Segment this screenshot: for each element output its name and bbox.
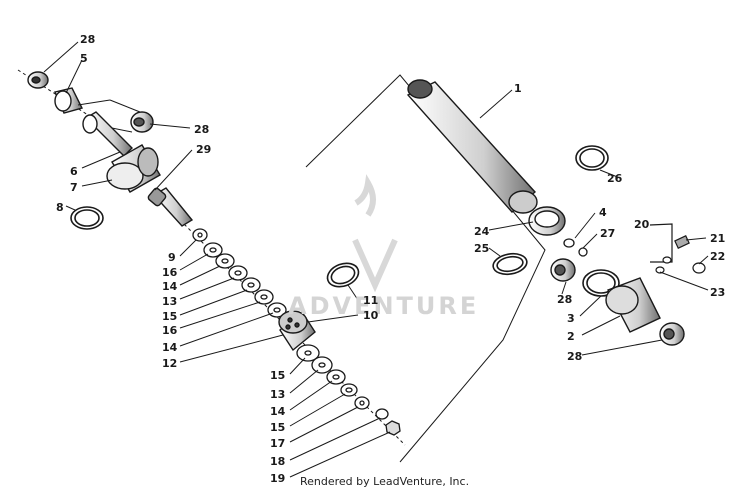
callout-19: 19: [270, 472, 286, 485]
callout-26: 26: [607, 172, 623, 185]
reservoir-2: [605, 277, 661, 333]
callout-7: 7: [70, 181, 78, 194]
valve-assembly-20: [649, 223, 706, 274]
callout-14-a: 14: [162, 280, 178, 293]
callout-17: 17: [270, 437, 286, 450]
shaft-eye-6: [82, 111, 133, 157]
sleeve-5: [54, 87, 84, 114]
leader-lines: [43, 41, 709, 478]
callout-27: 27: [600, 227, 616, 240]
shock-body-7: [106, 144, 161, 193]
callout-28-mid: 28: [194, 123, 210, 136]
washer-4-27: [563, 238, 588, 257]
callout-14-b: 14: [162, 341, 178, 354]
washer-stack-lower: [296, 344, 401, 436]
callout-10: 10: [363, 309, 379, 322]
o-ring-8: [70, 206, 104, 230]
callout-21: 21: [710, 232, 726, 245]
callout-3: 3: [567, 312, 575, 325]
callout-28-top: 28: [80, 33, 96, 46]
washer-stack-left: [192, 228, 287, 318]
o-ring-26: [575, 145, 609, 171]
callout-28-right: 28: [557, 293, 573, 306]
callout-2: 2: [567, 330, 575, 343]
bushing-28-bottom: [659, 322, 685, 346]
bushing-28-mid: [130, 111, 154, 133]
tube-outline: [305, 74, 546, 463]
callout-25: 25: [474, 242, 490, 255]
callout-24: 24: [474, 225, 490, 238]
callout-13-b: 13: [270, 388, 286, 401]
callout-9: 9: [168, 251, 176, 264]
callout-28-bottom: 28: [567, 350, 583, 363]
piston-ring-11: [326, 262, 360, 288]
callout-23: 23: [710, 286, 726, 299]
shock-tube-1: [406, 79, 538, 214]
callout-1: 1: [514, 82, 522, 95]
callout-15-c: 15: [270, 421, 286, 434]
callout-11: 11: [363, 294, 379, 307]
render-credit: Rendered by LeadVenture, Inc.: [300, 475, 470, 488]
callout-15-b: 15: [270, 369, 286, 382]
piston-10: [278, 310, 316, 352]
callout-20: 20: [634, 218, 650, 231]
callout-18: 18: [270, 455, 286, 468]
callout-16-b: 16: [162, 324, 178, 337]
bushing-28-top: [27, 71, 49, 89]
callout-16-a: 16: [162, 266, 178, 279]
callout-8: 8: [56, 201, 64, 214]
callout-14-c: 14: [270, 405, 286, 418]
watermark-logo: [352, 174, 398, 293]
piston-rod-29: [147, 187, 194, 227]
callout-5: 5: [80, 52, 88, 65]
callout-29: 29: [196, 143, 212, 156]
callout-22: 22: [710, 250, 726, 263]
callout-6: 6: [70, 165, 78, 178]
snap-ring-25: [492, 252, 528, 276]
callout-13-a: 13: [162, 295, 178, 308]
end-cap-24: [528, 206, 566, 236]
callout-12: 12: [162, 357, 178, 370]
callout-4: 4: [599, 206, 607, 219]
bushing-28-right: [550, 258, 576, 282]
watermark-text: ADVENTURE: [288, 292, 480, 320]
callout-15-a: 15: [162, 310, 178, 323]
